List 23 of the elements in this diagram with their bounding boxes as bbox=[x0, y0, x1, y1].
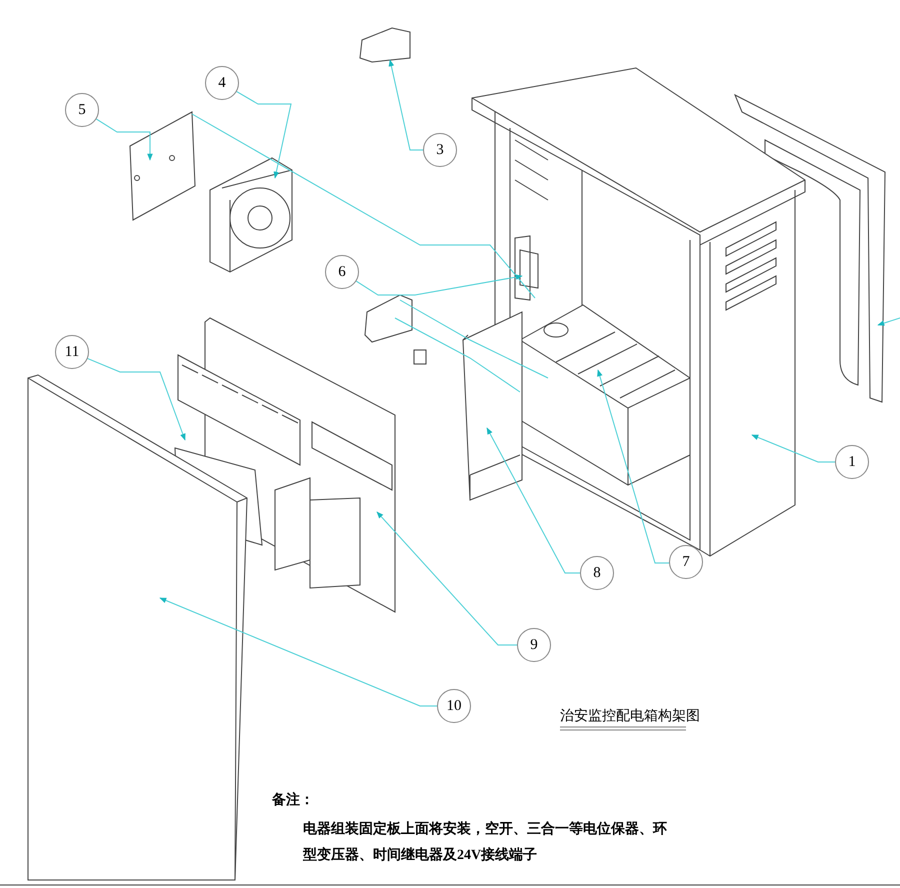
callout-number: 11 bbox=[55, 335, 89, 369]
leader-line bbox=[356, 274, 523, 296]
leader-line bbox=[597, 369, 670, 564]
callout-number: 10 bbox=[437, 689, 471, 723]
callout-number: 8 bbox=[580, 556, 614, 590]
leader-line bbox=[751, 434, 836, 462]
leader-line bbox=[159, 598, 438, 706]
callout-number: 4 bbox=[205, 66, 239, 100]
callout-number: 1 bbox=[835, 445, 869, 479]
callout-number: 7 bbox=[669, 545, 703, 579]
callout-number: 5 bbox=[65, 93, 99, 127]
callout-number: 3 bbox=[423, 133, 457, 167]
callout-number: 9 bbox=[517, 628, 551, 662]
leader-line bbox=[486, 427, 580, 574]
callout-number: 6 bbox=[325, 255, 359, 289]
leader-line bbox=[96, 118, 153, 161]
leader-line bbox=[376, 511, 518, 646]
note-text: 电器组装固定板上面将安装，空开、三合一等电位保器、环型变压器、时间继电器及24V接线端子 bbox=[303, 820, 668, 865]
leader-line bbox=[236, 91, 292, 179]
note-heading: 备注： bbox=[272, 790, 314, 810]
leader-line bbox=[87, 358, 186, 441]
leader-line bbox=[388, 59, 426, 150]
drawing-title: 治安监控配电箱构架图 bbox=[560, 707, 700, 726]
